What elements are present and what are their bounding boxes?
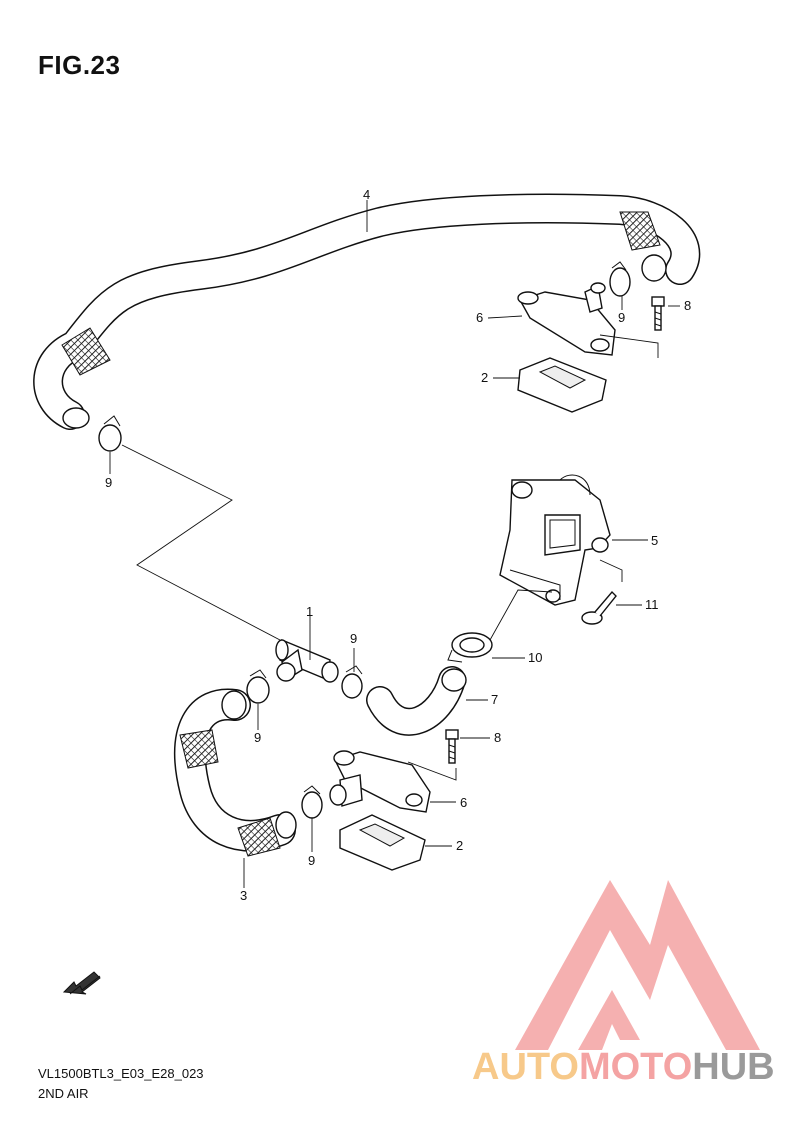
hose-4: [33, 193, 701, 430]
callout-9-mid-left: 9: [254, 730, 262, 745]
callout-11: 11: [645, 597, 659, 612]
watermark-logo: [515, 880, 760, 1050]
callout-2-upper: 2: [481, 370, 489, 385]
watermark-hub: HUB: [692, 1046, 775, 1088]
callout-2-lower: 2: [456, 838, 464, 853]
reed-valve-cover-6-upper: [517, 282, 616, 356]
figure-title: FIG.23: [38, 50, 121, 80]
clamp-9-mid-right: [341, 665, 363, 699]
reed-valve-cover-6-lower: [329, 750, 431, 813]
callout-9-left: 9: [105, 475, 113, 490]
callout-5: 5: [651, 533, 659, 548]
screw-11: [581, 590, 617, 625]
callout-4: 4: [363, 187, 371, 202]
watermark-moto: MOTO: [578, 1046, 693, 1088]
model-code: VL1500BTL3_E03_E28_023: [38, 1066, 204, 1081]
forward-arrow-icon: [62, 971, 101, 995]
callout-6-lower: 6: [460, 795, 468, 810]
section-name: 2ND AIR: [38, 1086, 89, 1101]
clamp-9-lower: [301, 785, 323, 819]
callout-8-upper: 8: [684, 298, 692, 313]
joint-pipe-1: [275, 638, 339, 683]
callout-3: 3: [240, 888, 248, 903]
watermark-text: AUTOMOTOHUB: [472, 1046, 775, 1089]
hose-3: [174, 688, 297, 857]
leader-lines: [109, 200, 680, 888]
clip-10: [447, 632, 493, 663]
callout-9-mid-right: 9: [350, 631, 358, 646]
clamp-9-upper: [609, 261, 631, 297]
callout-10: 10: [528, 650, 543, 665]
combination-valve-5: [499, 474, 611, 606]
callout-7: 7: [491, 692, 499, 707]
callout-9-upper: 9: [618, 310, 626, 325]
clamp-9-mid-left: [246, 669, 270, 704]
gasket-2-lower: [339, 814, 426, 871]
callout-1: 1: [306, 604, 314, 619]
hose-7: [366, 666, 467, 736]
gasket-2-upper: [517, 357, 607, 413]
callout-8-lower: 8: [494, 730, 502, 745]
callout-9-lower: 9: [308, 853, 316, 868]
bolt-8-upper: [651, 296, 665, 331]
bolt-8-lower: [445, 729, 459, 764]
callout-6-upper: 6: [476, 310, 484, 325]
watermark-auto: AUTO: [472, 1046, 579, 1088]
clamp-9-left: [98, 415, 122, 452]
